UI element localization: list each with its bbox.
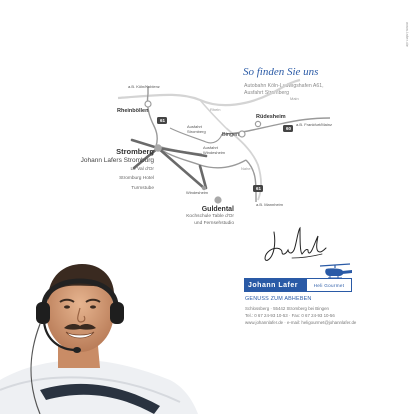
town-ruedesheim: Rüdesheim xyxy=(256,114,286,120)
headset-mic xyxy=(42,321,77,352)
address-line-1: Schlossberg · 55442 Stromberg bei Bingen xyxy=(245,306,329,311)
road-local xyxy=(169,127,223,144)
brand-logo: Johann Lafer Heli Gourmet xyxy=(244,278,352,292)
town-windesheim: Windesheim xyxy=(186,190,209,195)
headset-ear-left xyxy=(36,302,50,324)
guldental-name: Guldental xyxy=(201,206,234,213)
point-stromberg xyxy=(154,144,162,152)
hint-koblenz: a.B. Köln/Koblenz xyxy=(128,84,160,89)
stromberg-line-1: Le Val d'Or xyxy=(130,167,155,172)
address-line-2: Tel.: 0 67 24-93 10-53 · Fax: 0 67 24-93… xyxy=(245,312,335,318)
town-bingen: Bingen xyxy=(222,132,240,138)
road-badge-a61-bottom xyxy=(253,185,263,192)
hint-ausfahrt-windesheim: Ausfahrt Windesheim xyxy=(203,145,226,155)
tagline: GENUSS ZUM ABHEBEN xyxy=(245,296,312,302)
road-a60 xyxy=(221,117,331,135)
river-label-main: Main xyxy=(290,96,299,101)
river-label-nahe: Nahe xyxy=(241,166,251,171)
road-number-a61-top: 61 xyxy=(160,117,166,123)
side-url: www.lafer.de xyxy=(405,22,410,48)
point-bingen xyxy=(238,130,246,138)
brand-logo-name: Johann Lafer xyxy=(244,278,306,292)
river-rhein xyxy=(117,78,301,107)
guldental-line-2: und Fernsehstudio xyxy=(194,221,234,227)
hint-mannheim: a.B. Mannheim xyxy=(256,202,283,207)
hint-frankfurt: a.B. Frankfurt/Mainz xyxy=(296,122,333,127)
point-guldental xyxy=(214,196,222,204)
guldental-line-1: Kochschule Table d'Or xyxy=(186,214,234,219)
page-heading: So finden Sie uns xyxy=(243,66,319,78)
stromberg-block: Stromberg Johann Lafers Stromburg Le Val… xyxy=(74,147,154,192)
guldental-block: Guldental Kochschule Table d'Or und Fern… xyxy=(168,206,234,228)
road-number-a61-bottom: 61 xyxy=(256,185,262,191)
point-ruedesheim xyxy=(254,120,262,128)
river-connector xyxy=(199,99,227,129)
chef-portrait-image xyxy=(0,264,198,414)
point-windesheim xyxy=(201,185,207,191)
stromberg-name: Stromberg xyxy=(116,147,154,156)
directions-line-2: Ausfahrt Stromberg xyxy=(244,90,289,96)
headset-band xyxy=(41,278,119,309)
road-a61-south xyxy=(245,159,257,202)
river-label-rhein: Rhein xyxy=(210,107,221,112)
address-line-3: www.johannlafer.de · e-mail: heligourmet… xyxy=(245,319,357,325)
brand-logo-tag: Heli Gourmet xyxy=(305,278,352,292)
signature-image xyxy=(264,226,327,261)
hint-ausfahrt-stromberg: Ausfahrt Stromberg xyxy=(187,124,206,134)
road-number-a60: 60 xyxy=(286,125,292,131)
headset-ear-right xyxy=(110,302,124,324)
road-badge-a61-top xyxy=(157,117,167,124)
stromberg-line-2: Stromburg Hotel xyxy=(119,176,154,182)
stromberg-subtitle: Johann Lafers Stromburg xyxy=(80,157,154,164)
address-block: Schlossberg · 55442 Stromberg bei Bingen… xyxy=(245,306,356,326)
road-badge-a60 xyxy=(283,125,293,132)
town-rheinboellen: Rheinböllen xyxy=(117,108,149,114)
stromberg-line-3: Turmstube xyxy=(131,185,154,191)
point-rheinboellen xyxy=(144,100,152,108)
